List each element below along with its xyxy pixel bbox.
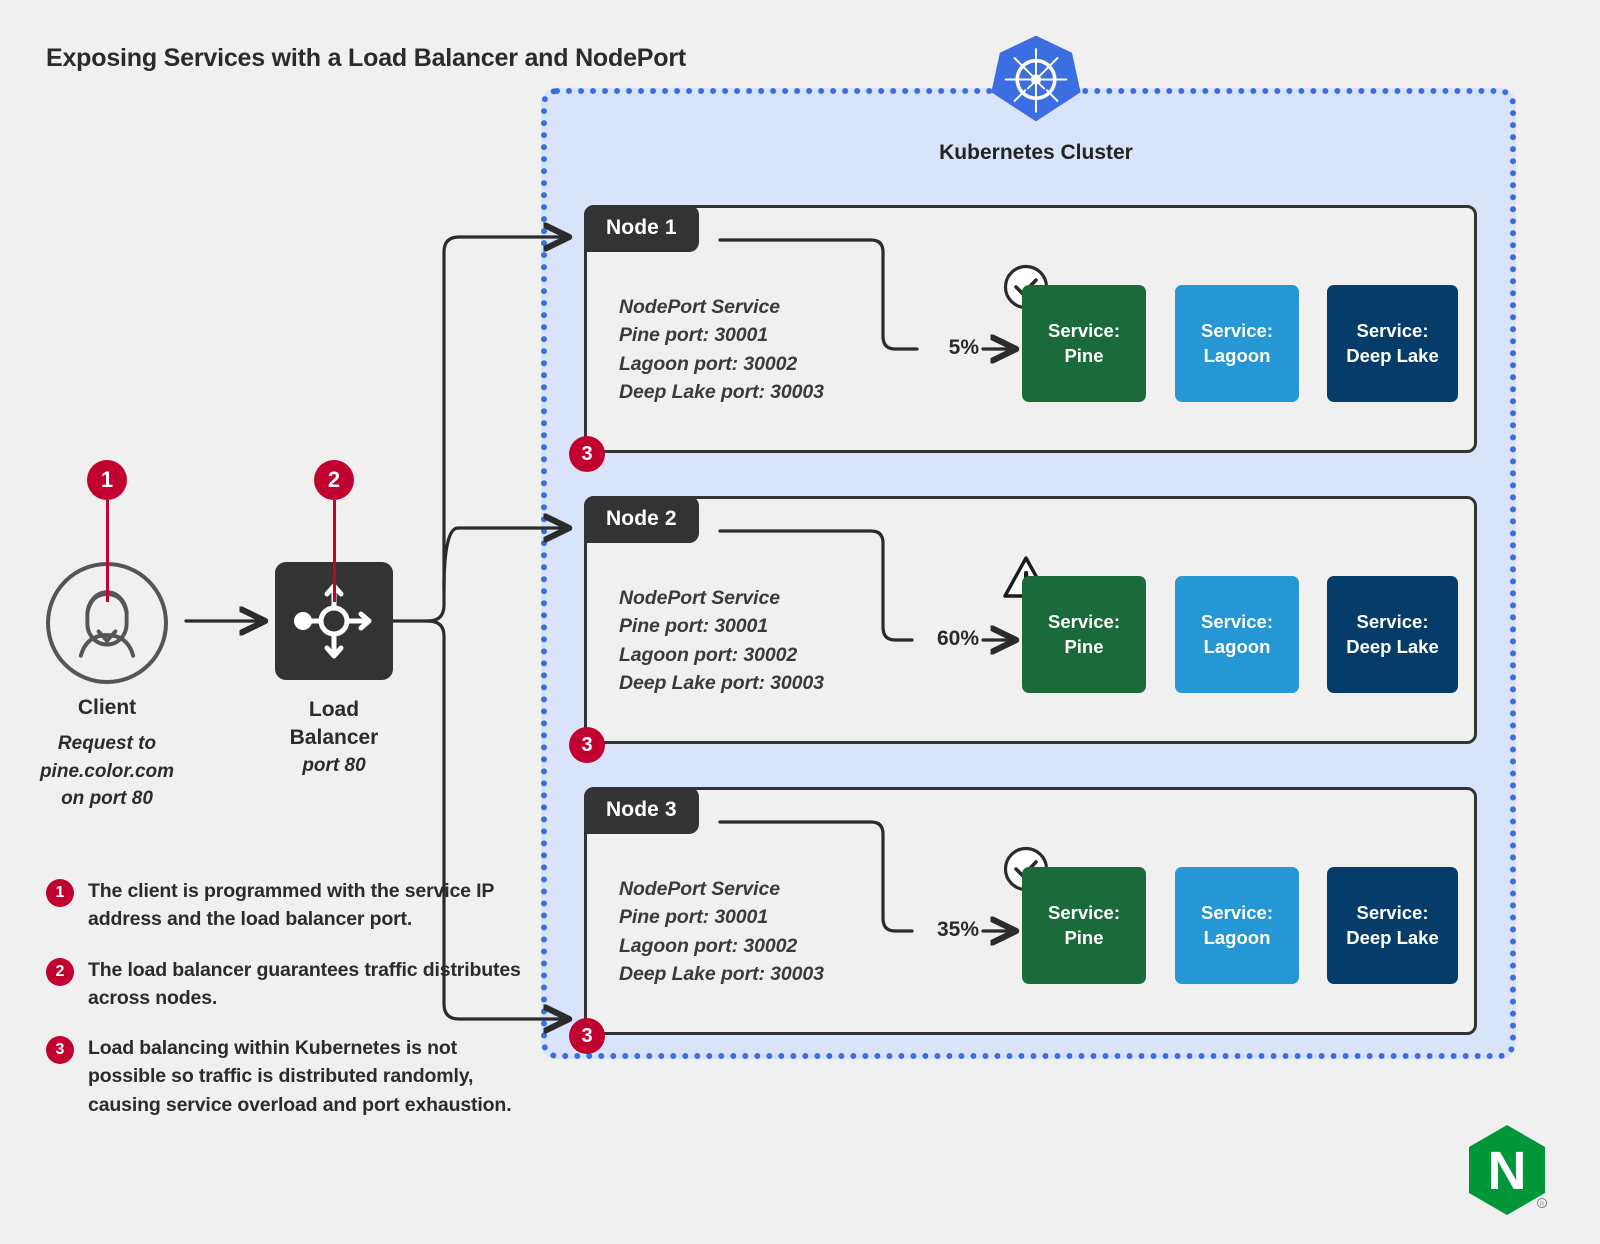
nginx-logo: N R xyxy=(1465,1123,1549,1217)
node-2-callout-badge: 3 xyxy=(569,727,605,763)
node-box-1: Node 1 NodePort Service Pine port: 30001… xyxy=(584,205,1477,453)
client-sublabel: Request to pine.color.com on port 80 xyxy=(39,733,175,810)
node-1-service-deep-lake: Service: Deep Lake xyxy=(1327,285,1458,402)
legend-item-2: 2 The load balancer guarantees traffic d… xyxy=(46,956,536,1013)
cluster-title: Kubernetes Cluster xyxy=(939,141,1133,164)
callout-pin-2-number: 2 xyxy=(314,460,354,500)
node-2-header: Node 2 xyxy=(584,496,699,543)
page-title: Exposing Services with a Load Balancer a… xyxy=(46,44,686,72)
load-balancer-box xyxy=(275,562,393,680)
node-3-service-pine: Service: Pine xyxy=(1022,867,1146,984)
legend-item-3: 3 Load balancing within Kubernetes is no… xyxy=(46,1034,536,1119)
legend-list: 1 The client is programmed with the serv… xyxy=(46,877,536,1141)
legend-item-1: 1 The client is programmed with the serv… xyxy=(46,877,536,934)
nginx-logo-letter: N xyxy=(1488,1141,1527,1201)
legend-item-2-text: The load balancer guarantees traffic dis… xyxy=(88,958,521,1009)
node-1-service-lagoon: Service: Lagoon xyxy=(1175,285,1299,402)
legend-item-2-number: 2 xyxy=(46,957,74,986)
node-1-callout-badge: 3 xyxy=(569,436,605,472)
svg-text:R: R xyxy=(1540,1202,1545,1208)
node-1-nodeport-details: NodePort Service Pine port: 30001 Lagoon… xyxy=(619,296,824,404)
node-box-2: Node 2 NodePort Service Pine port: 30001… xyxy=(584,496,1477,744)
node-1-traffic-percent: 5% xyxy=(948,336,979,359)
node-3-callout-badge: 3 xyxy=(569,1018,605,1054)
node-1-header: Node 1 xyxy=(584,205,699,252)
callout-pin-1-number: 1 xyxy=(87,460,127,500)
node-3-header: Node 3 xyxy=(584,787,699,834)
legend-item-1-text: The client is programmed with the servic… xyxy=(88,880,494,931)
node-1-service-pine: Service: Pine xyxy=(1022,285,1146,402)
load-balancer-port: port 80 xyxy=(302,755,366,776)
callout-pin-2: 2 xyxy=(314,460,354,602)
node-3-nodeport-details: NodePort Service Pine port: 30001 Lagoon… xyxy=(619,878,824,986)
node-3-service-deep-lake: Service: Deep Lake xyxy=(1327,867,1458,984)
node-2-service-pine: Service: Pine xyxy=(1022,576,1146,693)
node-2-service-lagoon: Service: Lagoon xyxy=(1175,576,1299,693)
legend-item-3-number: 3 xyxy=(46,1036,74,1065)
legend-item-1-number: 1 xyxy=(46,879,74,907)
legend-item-3-text: Load balancing within Kubernetes is not … xyxy=(88,1037,512,1116)
client-label: Client xyxy=(77,696,137,719)
callout-pin-1: 1 xyxy=(87,460,127,602)
node-box-3: Node 3 NodePort Service Pine port: 30001… xyxy=(584,787,1477,1035)
node-2-traffic-percent: 60% xyxy=(936,627,979,650)
node-2-service-deep-lake: Service: Deep Lake xyxy=(1327,576,1458,693)
kubernetes-helm-wheel-icon xyxy=(991,33,1081,126)
node-3-traffic-percent: 35% xyxy=(936,918,979,941)
callout-pin-2-stem xyxy=(333,500,336,602)
load-balancer-label: Load Balancer xyxy=(289,698,379,750)
node-2-nodeport-details: NodePort Service Pine port: 30001 Lagoon… xyxy=(619,587,824,695)
callout-pin-1-stem xyxy=(106,500,109,602)
node-3-service-lagoon: Service: Lagoon xyxy=(1175,867,1299,984)
